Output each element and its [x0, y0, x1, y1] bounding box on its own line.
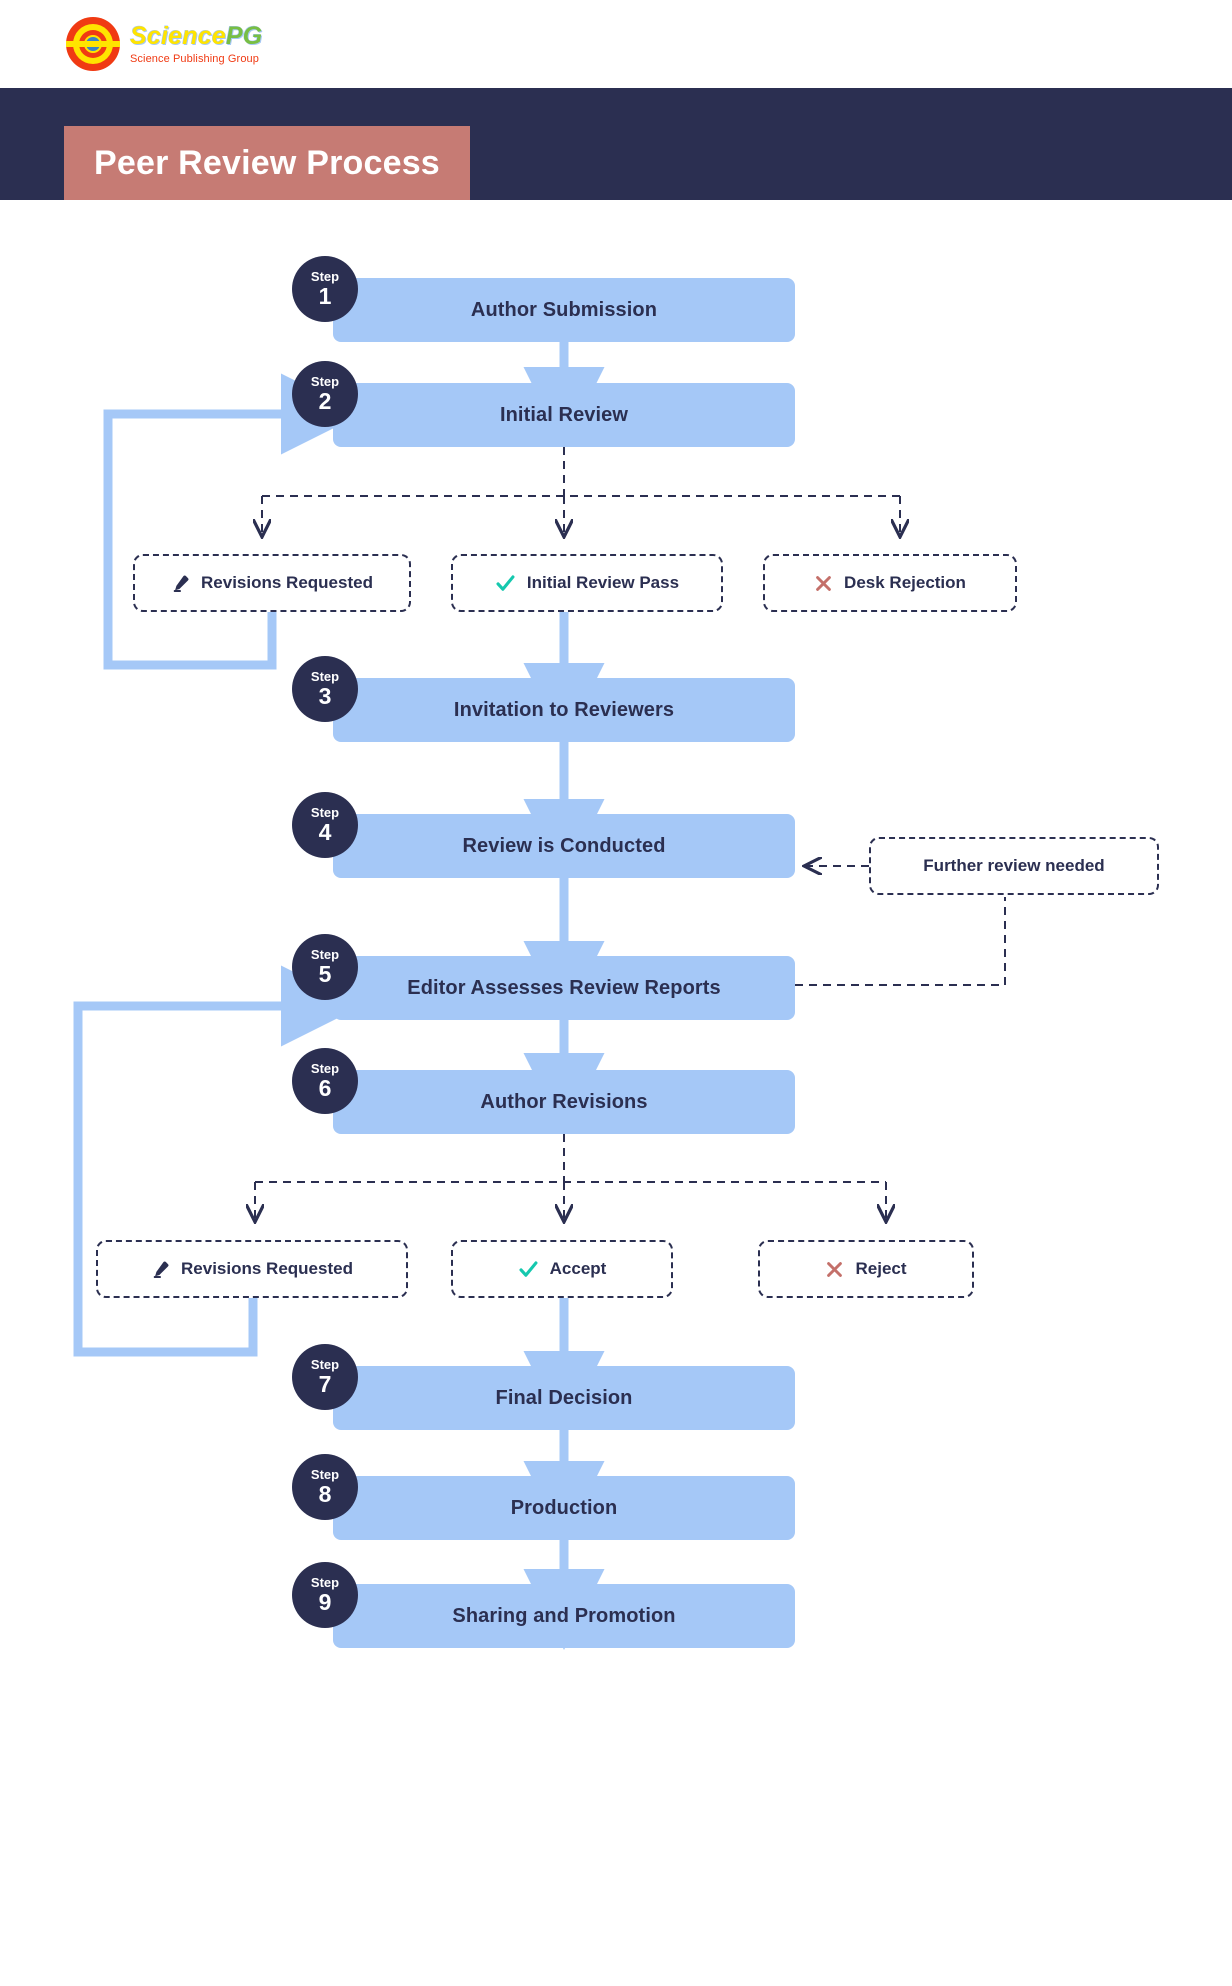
step-label: Review is Conducted — [462, 834, 666, 857]
note-label: Further review needed — [923, 856, 1105, 875]
step-word: Step — [310, 805, 340, 820]
decision-label: Accept — [549, 1259, 607, 1278]
step-number: 2 — [318, 388, 332, 414]
decision-label: Desk Rejection — [844, 573, 966, 592]
note-further-review-needed[interactable]: Further review needed — [869, 837, 1159, 895]
step-number: 5 — [318, 961, 332, 987]
brand-header: SciencePG Science Publishing Group — [0, 0, 1232, 88]
sciencepg-logo-icon — [66, 17, 120, 71]
step-badge-9: Step 9 — [292, 1562, 358, 1628]
step-word: Step — [310, 269, 340, 284]
step-box-sharing-and-promotion[interactable]: Sharing and Promotion — [333, 1584, 795, 1648]
brand-name-part2: PG — [225, 21, 263, 50]
step-word: Step — [310, 374, 340, 389]
step-label: Author Revisions — [480, 1090, 648, 1113]
step-badge-6: Step 6 — [292, 1048, 358, 1114]
step-box-author-revisions[interactable]: Author Revisions — [333, 1070, 795, 1134]
step-word: Step — [310, 669, 340, 684]
brand-tagline: Science Publishing Group — [130, 52, 259, 65]
step-box-invitation-to-reviewers[interactable]: Invitation to Reviewers — [333, 678, 795, 742]
step-word: Step — [310, 947, 340, 962]
cross-icon — [827, 1261, 843, 1277]
title-band: Peer Review Process — [0, 88, 1232, 200]
step-word: Step — [310, 1467, 340, 1482]
step-label: Invitation to Reviewers — [453, 698, 675, 721]
page-title: Peer Review Process — [94, 143, 440, 182]
step-badge-7: Step 7 — [292, 1344, 358, 1410]
step-badge-5: Step 5 — [292, 934, 358, 1000]
step-row-2[interactable]: Step 2 Initial Review — [0, 361, 1232, 447]
step-box-initial-review[interactable]: Initial Review — [333, 383, 795, 447]
brand-name-part1: Science — [130, 21, 226, 50]
pencil-icon — [173, 575, 189, 592]
decision-desk-rejection[interactable]: Desk Rejection — [763, 554, 1017, 612]
check-icon — [496, 574, 515, 591]
step-row-5[interactable]: Step 5 Editor Assesses Review Reports — [0, 934, 1232, 1020]
step-number: 1 — [318, 283, 332, 309]
step-label: Final Decision — [495, 1386, 633, 1409]
decision-revisions-requested-1[interactable]: Revisions Requested — [133, 554, 411, 612]
step-box-production[interactable]: Production — [333, 1476, 795, 1540]
step-badge-4: Step 4 — [292, 792, 358, 858]
title-plate: Peer Review Process — [64, 126, 470, 200]
step-word: Step — [310, 1575, 340, 1590]
cross-icon — [816, 575, 831, 591]
step-word: Step — [310, 1357, 340, 1372]
step-label: Editor Assesses Review Reports — [407, 976, 721, 999]
brand-wordmark: SciencePG — [130, 21, 263, 50]
step-label: Author Submission — [470, 298, 658, 321]
step-number: 4 — [318, 819, 332, 845]
step-row-1[interactable]: Step 1 Author Submission — [0, 256, 1232, 342]
decision-label: Initial Review Pass — [526, 573, 680, 592]
step-label: Production — [510, 1496, 618, 1519]
step-row-3[interactable]: Step 3 Invitation to Reviewers — [0, 656, 1232, 742]
decision-label: Revisions Requested — [201, 573, 373, 592]
step-row-7[interactable]: Step 7 Final Decision — [0, 1344, 1232, 1430]
step-number: 7 — [318, 1371, 332, 1397]
step-row-9[interactable]: Step 9 Sharing and Promotion — [0, 1562, 1232, 1648]
step-row-4[interactable]: Step 4 Review is Conducted — [0, 792, 1232, 878]
step-word: Step — [310, 1061, 340, 1076]
step-number: 6 — [318, 1075, 332, 1101]
decision-reject[interactable]: Reject — [758, 1240, 974, 1298]
step-badge-1: Step 1 — [292, 256, 358, 322]
check-icon — [519, 1260, 538, 1277]
sciencepg-logo: SciencePG Science Publishing Group — [66, 17, 262, 71]
step-row-6[interactable]: Step 6 Author Revisions — [0, 1048, 1232, 1134]
decision-label: Reject — [855, 1259, 907, 1278]
step-number: 3 — [318, 683, 332, 709]
step-number: 9 — [318, 1589, 332, 1615]
step-badge-8: Step 8 — [292, 1454, 358, 1520]
decision-initial-review-pass[interactable]: Initial Review Pass — [451, 554, 723, 612]
step-badge-3: Step 3 — [292, 656, 358, 722]
step-label: Sharing and Promotion — [452, 1604, 676, 1627]
step-box-editor-assesses-review-reports[interactable]: Editor Assesses Review Reports — [333, 956, 795, 1020]
step-row-8[interactable]: Step 8 Production — [0, 1454, 1232, 1540]
step-badge-2: Step 2 — [292, 361, 358, 427]
step-box-author-submission[interactable]: Author Submission — [333, 278, 795, 342]
decision-label: Revisions Requested — [181, 1259, 353, 1278]
decision-revisions-requested-2[interactable]: Revisions Requested — [96, 1240, 408, 1298]
step-box-final-decision[interactable]: Final Decision — [333, 1366, 795, 1430]
step-label: Initial Review — [499, 403, 629, 426]
pencil-icon — [153, 1261, 169, 1278]
flowchart-canvas: Step 1 Author Submission Step 2 Initial … — [0, 200, 1232, 1986]
step-box-review-is-conducted[interactable]: Review is Conducted — [333, 814, 795, 878]
decision-accept[interactable]: Accept — [451, 1240, 673, 1298]
step-number: 8 — [318, 1481, 332, 1507]
